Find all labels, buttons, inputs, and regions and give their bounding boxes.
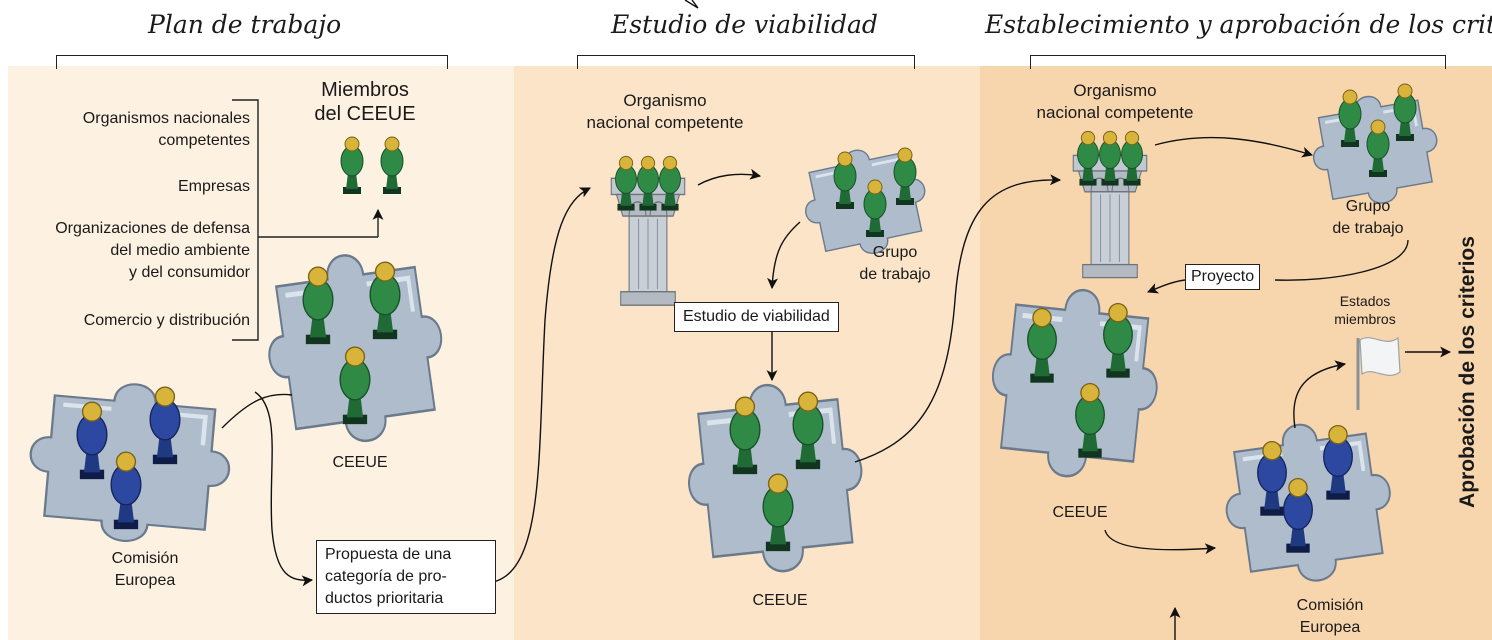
title-bracket-plan [56, 55, 448, 69]
arrow-commission-to-states [1293, 360, 1347, 429]
ceeue-puzzle-3 [983, 282, 1166, 485]
section-title-criteria: Establecimiento y aprobación de los crit… [985, 10, 1492, 39]
feasibility-study-box: Estudio de viabilidad [674, 302, 839, 332]
stakeholder-bracket [232, 99, 384, 341]
arrow-top-fragment [684, 0, 699, 9]
arrow-ceeue-to-commission [1104, 529, 1217, 555]
members-figures [340, 136, 404, 195]
ceeue-label-1: CEEUE [332, 454, 388, 471]
section-title-feasibility: Estudio de viabilidad [611, 10, 878, 39]
section-title-plan: Plan de trabajo [148, 10, 342, 39]
arrow-to-national-body-2 [492, 187, 591, 583]
commission-puzzle-3 [1216, 413, 1401, 591]
arrow-to-working-group-3 [1154, 136, 1314, 158]
ceeue-label-3: CEEUE [1052, 504, 1108, 521]
stakeholder-trade: Comercio y distribución [83, 312, 250, 329]
stakeholder-companies: Empresas [177, 178, 250, 195]
arrow-to-national-body-3 [854, 174, 1062, 463]
working-group-puzzle-3 [1303, 83, 1448, 216]
ceeue-label-2: CEEUE [752, 592, 808, 609]
arrow-project-to-ceeue [1146, 279, 1186, 294]
line-group-to-project [1274, 239, 1409, 281]
link-curve [221, 393, 293, 429]
arrow-to-study [767, 221, 801, 290]
ceeue-puzzle-2 [680, 376, 872, 580]
member-states-flag [1356, 336, 1401, 410]
commission-puzzle-1 [24, 376, 236, 550]
project-box: Proyecto [1185, 264, 1261, 290]
approval-vertical-label: Aprobación de los criterios [1456, 236, 1479, 508]
arrow-to-proposal [254, 391, 314, 587]
arrow-to-working-group-2 [697, 168, 762, 186]
ceeue-puzzle-1 [257, 244, 454, 453]
national-body-column-3 [1072, 130, 1148, 279]
title-bracket-feasibility [577, 55, 915, 69]
title-bracket-criteria [1030, 55, 1446, 69]
national-body-column-2 [610, 155, 686, 306]
